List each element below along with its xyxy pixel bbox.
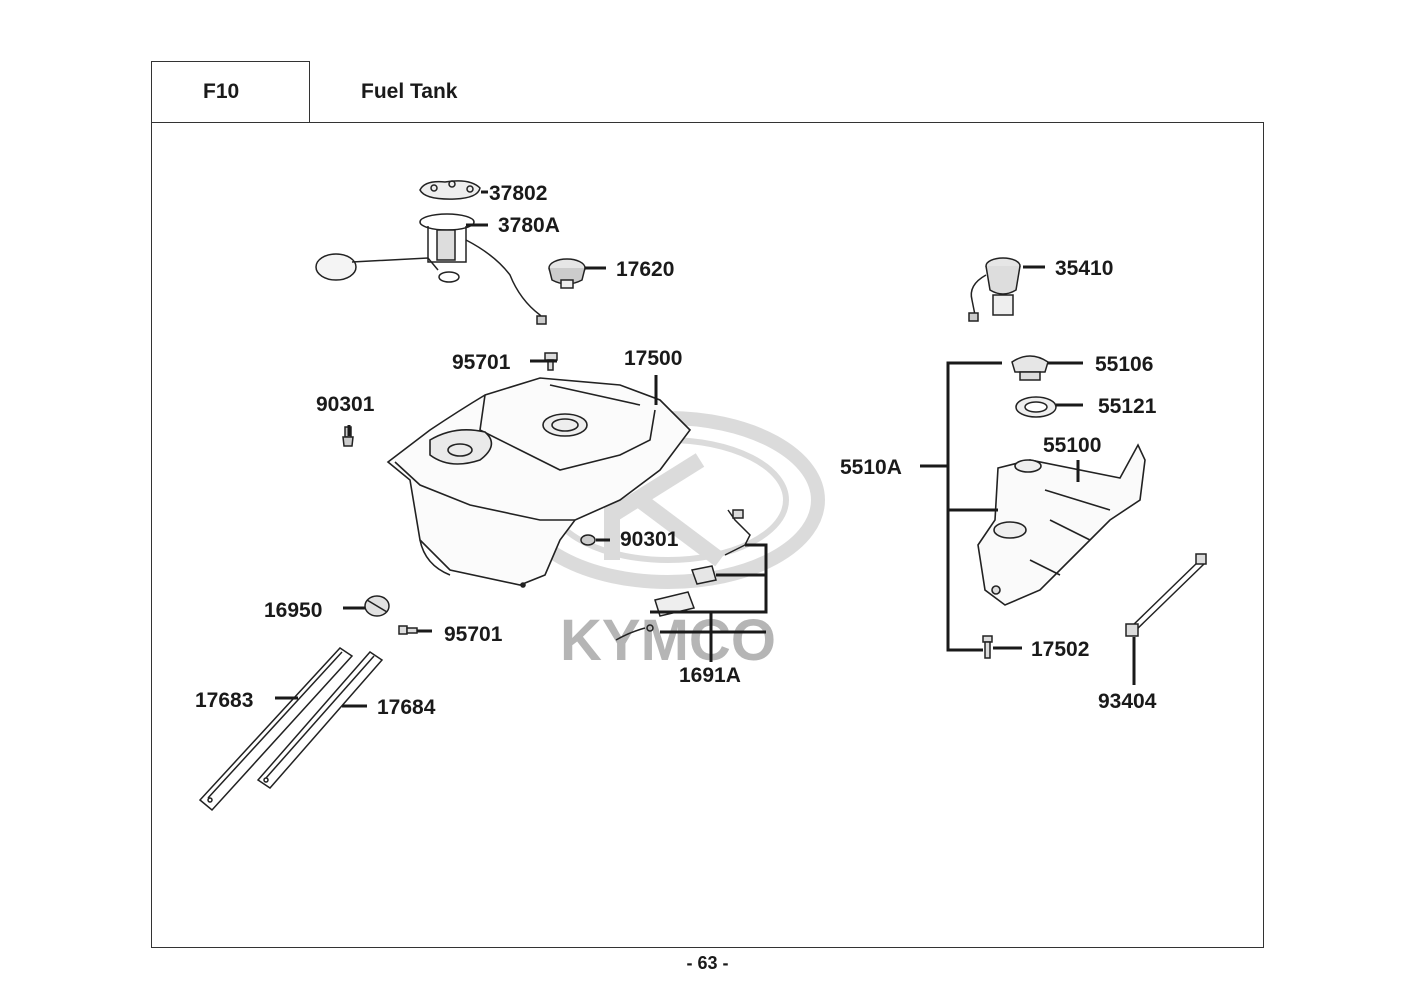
bolt-17502-drawing (982, 635, 993, 659)
part-label-3780A: 3780A (498, 214, 560, 237)
page-number: - 63 - (686, 953, 729, 973)
part-label-17620: 17620 (616, 258, 674, 281)
tank-strap-17683-drawing (198, 647, 354, 812)
seal-55121-drawing (1015, 396, 1057, 418)
part-label-55100: 55100 (1043, 434, 1101, 457)
part-label-93404: 93404 (1098, 690, 1157, 713)
fuel-filter-hose-drawing (615, 509, 751, 641)
kymco-watermark-text: KYMCO (560, 608, 776, 673)
section-code: F10 (203, 80, 240, 103)
part-label-35410: 35410 (1055, 257, 1113, 280)
part-label-55106: 55106 (1095, 353, 1153, 376)
fuel-tank-drawing (386, 377, 692, 588)
header-divider (309, 61, 310, 123)
leader-lines (275, 190, 1136, 708)
fuel-cap-drawing (548, 258, 586, 289)
part-label-95701-upper: 95701 (452, 351, 511, 374)
part-label-17502: 17502 (1031, 638, 1089, 661)
part-label-17684: 17684 (377, 696, 436, 719)
tank-strap-17684-drawing (256, 651, 384, 789)
part-label-90301-lower: 90301 (620, 528, 679, 551)
reservoir-cap-55106-drawing (1011, 355, 1049, 381)
part-label-17500: 17500 (624, 347, 682, 370)
part-label-17683: 17683 (195, 689, 253, 712)
part-label-90301-upper: 90301 (316, 393, 375, 416)
part-label-1691A: 1691A (679, 664, 741, 687)
reservoir-cap-35410-drawing (968, 257, 1021, 322)
part-label-95701-lower: 95701 (444, 623, 503, 646)
bolt-95701-lower-drawing (398, 625, 418, 635)
part-label-5510A: 5510A (840, 456, 902, 479)
page-title: Fuel Tank (361, 80, 458, 103)
part-label-16950: 16950 (264, 599, 322, 622)
nut-90301-drawing (580, 534, 596, 546)
fuel-gauge-sender-drawing (315, 180, 547, 325)
fuel-cock-drawing (364, 595, 390, 617)
diagram-frame (151, 122, 1264, 948)
part-label-37802: 37802 (489, 182, 547, 205)
stay-93404-drawing (1125, 553, 1207, 637)
reservoir-tank-drawing (977, 443, 1146, 606)
part-label-55121: 55121 (1098, 395, 1157, 418)
